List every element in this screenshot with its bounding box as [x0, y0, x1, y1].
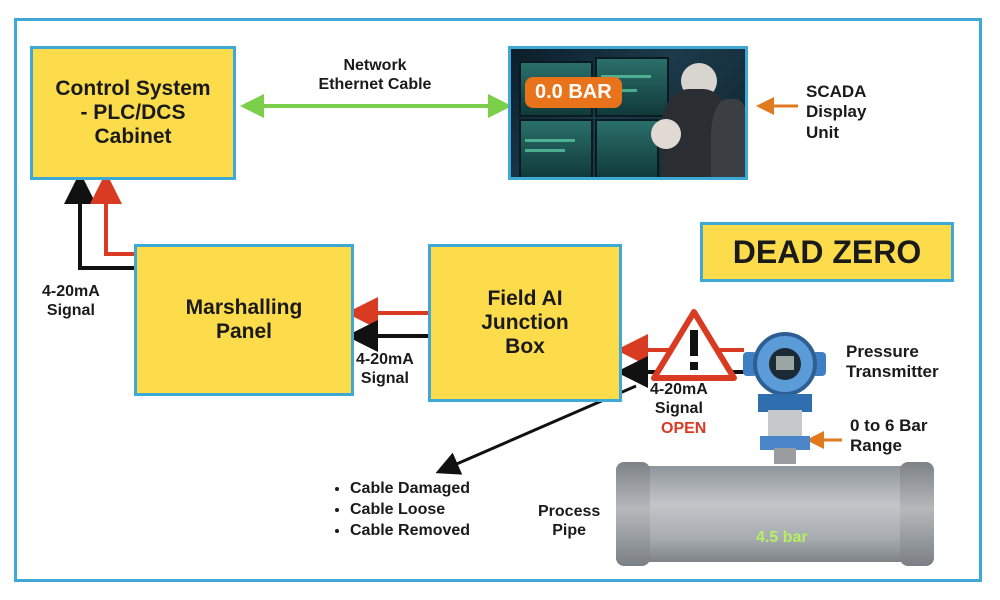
signal-arrow-black-to-control [64, 172, 136, 270]
range-label: 0 to 6 Bar Range [850, 416, 928, 456]
scada-display-image: 0.0 BAR [508, 46, 748, 180]
fault-item: Cable Damaged [350, 478, 470, 499]
junction-box: Field AI Junction Box [428, 244, 622, 402]
open-label: OPEN [661, 420, 707, 437]
process-pipe-image [616, 462, 934, 566]
warning-icon [651, 309, 737, 381]
signal-label-left: 4-20mA Signal [42, 283, 100, 320]
dead-zero-banner: DEAD ZERO [700, 222, 954, 282]
pressure-transmitter-icon [743, 332, 826, 464]
control-system-box: Control System - PLC/DCS Cabinet [30, 46, 236, 180]
fault-item: Cable Removed [350, 520, 470, 541]
network-label: Network Ethernet Cable [318, 57, 432, 94]
diagram-frame [14, 18, 982, 582]
process-pipe-label: Process Pipe [538, 503, 601, 540]
signal-label-right: 4-20mA Signal [650, 381, 708, 418]
control-system-label: Control System - PLC/DCS Cabinet [55, 76, 211, 149]
junction-box-label: Field AI Junction Box [481, 286, 569, 359]
signal-label-middle: 4-20mA Signal [356, 351, 414, 388]
fault-item: Cable Loose [350, 499, 470, 520]
marshalling-panel-box: Marshalling Panel [134, 244, 354, 396]
scada-reading: 0.0 BAR [525, 77, 622, 108]
fault-list: Cable Damaged Cable Loose Cable Removed [328, 478, 470, 541]
dead-zero-label: DEAD ZERO [732, 233, 922, 270]
transmitter-label: Pressure Transmitter [846, 342, 939, 382]
pressure-value: 4.5 bar [756, 529, 808, 546]
signal-arrow-red-to-control [90, 172, 136, 256]
scada-label: SCADA Display Unit [806, 82, 867, 142]
marshalling-panel-label: Marshalling Panel [185, 295, 303, 343]
